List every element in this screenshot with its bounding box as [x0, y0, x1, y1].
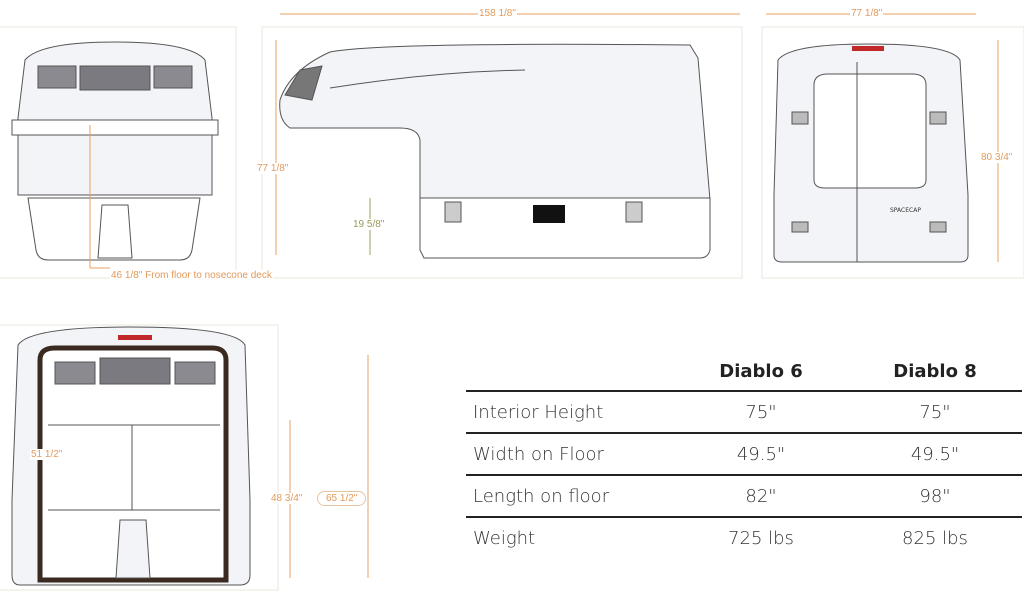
side-height-label: 77 1/8" — [256, 163, 290, 174]
diablo-6-value: 82" — [674, 475, 848, 518]
spec-header-row: Diablo 6 Diablo 8 — [466, 352, 1022, 392]
spec-table: Diablo 6 Diablo 8 Interior Height 75" 75… — [466, 352, 1022, 558]
header-blank — [466, 352, 674, 392]
front-view — [11, 41, 219, 261]
diablo-8-value: 98" — [848, 475, 1022, 518]
door-height-label: 48 3/4" — [270, 493, 304, 504]
rear-opening-label: 65 1/2" — [317, 491, 367, 506]
row-label: Width on Floor — [466, 433, 674, 476]
nosecone-deck-label: 46 1/8" From floor to nosecone deck — [110, 270, 273, 281]
diablo-8-value: 75" — [848, 391, 1022, 434]
rear-open-view — [11, 326, 251, 586]
row-label: Length on floor — [466, 475, 674, 518]
table-row: Interior Height 75" 75" — [466, 391, 1022, 434]
rear-view: SPACECAP — [773, 43, 969, 263]
diablo-8-value: 825 lbs — [902, 527, 968, 549]
overall-width-label: 77 1/8" — [850, 8, 884, 19]
side-view — [279, 43, 711, 259]
rear-height-label: 80 3/4" — [980, 152, 1014, 163]
overall-length-label: 158 1/8" — [478, 8, 517, 19]
bed-rail-height-label: 19 5/8" — [352, 219, 386, 230]
row-label: Interior Height — [466, 391, 674, 434]
diablo-8-value: 49.5" — [848, 433, 1022, 476]
header-diablo-8: Diablo 8 — [848, 352, 1022, 392]
row-label: Weight — [473, 527, 536, 549]
table-row: Weight 725 lbs 825 lbs — [466, 517, 1022, 558]
header-diablo-6: Diablo 6 — [674, 352, 848, 392]
diablo-6-value: 49.5" — [674, 433, 848, 476]
diablo-6-value: 75" — [674, 391, 848, 434]
door-width-label: 51 1/2" — [30, 449, 64, 460]
diablo-6-value: 725 lbs — [728, 527, 794, 549]
table-row: Length on floor 82" 98" — [466, 475, 1022, 518]
spacecap-logo: SPACECAP — [890, 207, 921, 214]
table-row: Width on Floor 49.5" 49.5" — [466, 433, 1022, 476]
